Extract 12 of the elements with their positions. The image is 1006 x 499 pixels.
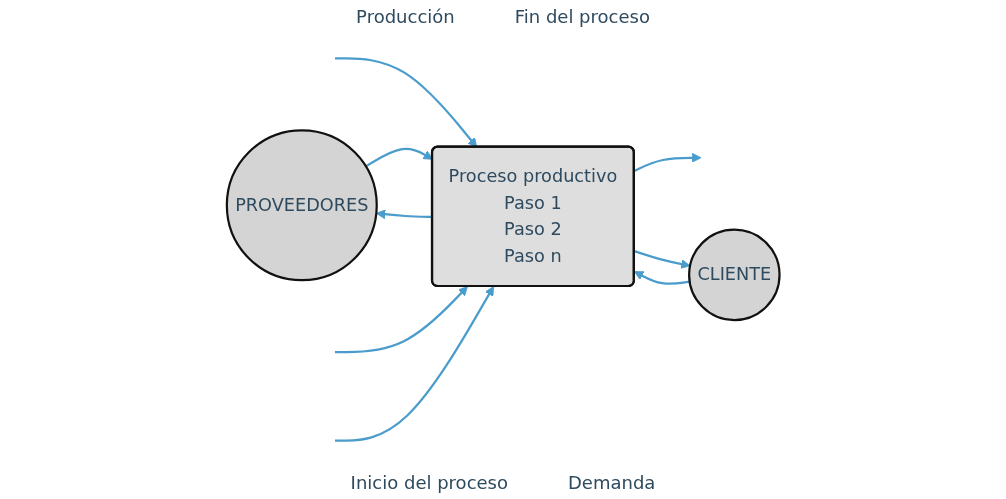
note-text: Demanda [568,472,656,493]
arrow [334,286,494,442]
arrow [633,250,691,269]
node-circle: CLIENTE [687,228,781,322]
note-text: Producción [356,6,455,27]
note-text: Inicio del proceso [350,472,508,493]
arrow [633,271,690,285]
arrow [633,152,702,172]
node-circle: PROVEEDORES [225,129,378,282]
arrow [365,147,433,168]
arrow [334,286,468,354]
note-text: Fin del proceso [514,6,650,27]
